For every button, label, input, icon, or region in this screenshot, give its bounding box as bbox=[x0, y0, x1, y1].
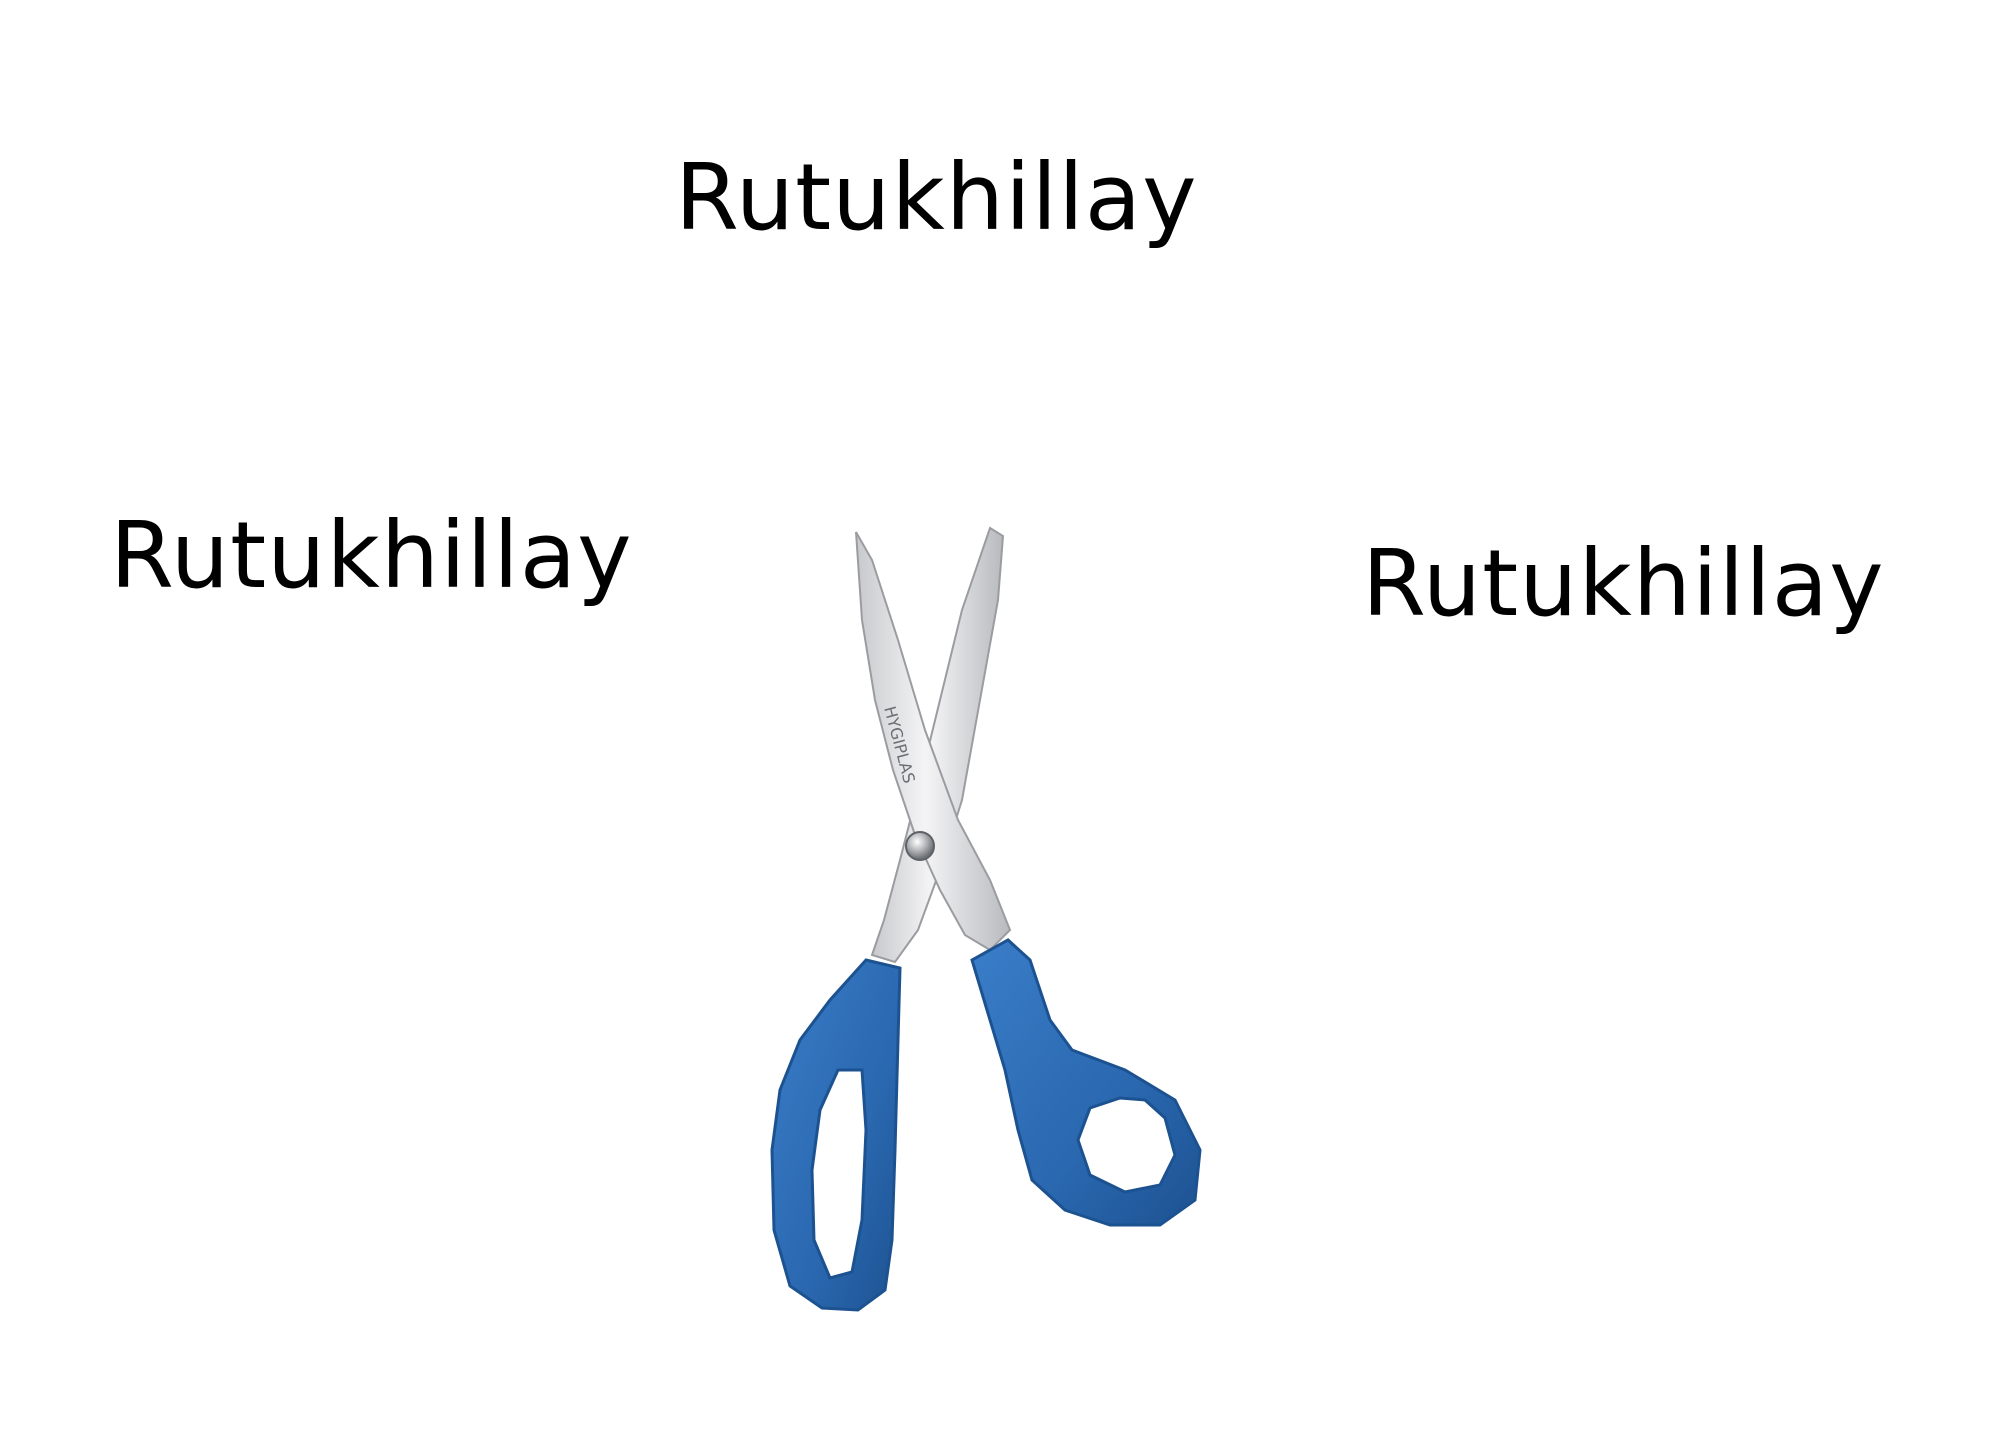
handle-left bbox=[770, 958, 902, 1312]
word-label-right: Rutukhillay bbox=[1362, 530, 1885, 637]
blade-right bbox=[870, 526, 1005, 964]
handle-right bbox=[970, 938, 1202, 1227]
pivot-screw bbox=[905, 831, 935, 861]
word-label-top: Rutukhillay bbox=[675, 144, 1198, 251]
word-label-left: Rutukhillay bbox=[110, 502, 633, 609]
